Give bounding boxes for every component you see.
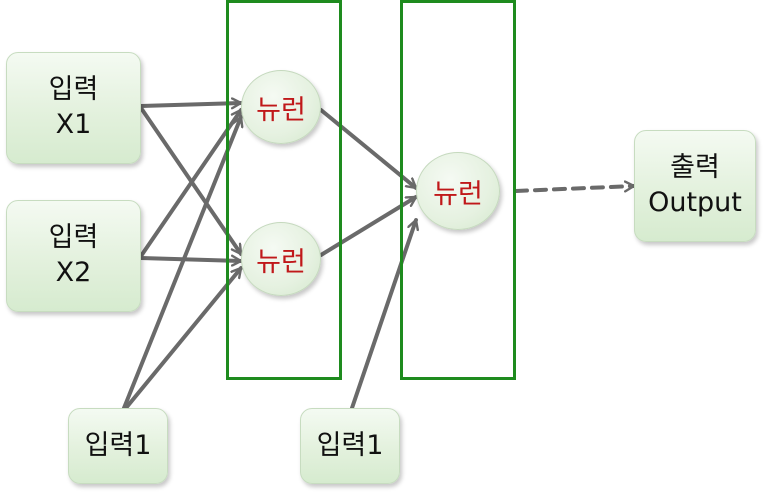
input-x2-label: 입력 [48,222,99,254]
bias-input-output-node: 입력1 [300,408,400,484]
output-node: 출력 Output [634,130,756,242]
output-node-label: 출력 [670,152,720,184]
bias-input-hidden-label: 입력1 [84,429,152,461]
arrow-bias2-to-out [350,218,416,410]
hidden-neuron-2: 뉴런 [241,222,321,296]
bias-input-output-label: 입력1 [316,429,384,461]
output-neuron: 뉴런 [416,152,500,230]
output-layer-box [400,0,516,380]
output-node-sublabel: Output [648,187,742,218]
arrow-bias1-to-h1 [122,115,241,410]
arrow-x2-to-h2 [139,258,243,261]
input-x1-node: 입력 X1 [6,52,141,164]
input-x2-variable: X2 [55,257,92,288]
input-x1-label: 입력 [48,74,99,106]
hidden-neuron-1-label: 뉴런 [256,94,306,126]
input-x2-node: 입력 X2 [6,200,141,312]
arrow-out-to-output [514,186,636,193]
hidden-neuron-1: 뉴런 [241,70,321,144]
bias-input-hidden-node: 입력1 [68,408,168,484]
input-x1-variable: X1 [55,109,92,140]
output-neuron-label: 뉴런 [433,178,483,210]
arrow-bias1-to-h2 [124,266,243,410]
hidden-layer-box [226,0,342,380]
arrow-x2-to-h1 [139,108,243,258]
arrow-x1-to-h1 [139,103,243,106]
hidden-neuron-2-label: 뉴런 [256,246,306,278]
